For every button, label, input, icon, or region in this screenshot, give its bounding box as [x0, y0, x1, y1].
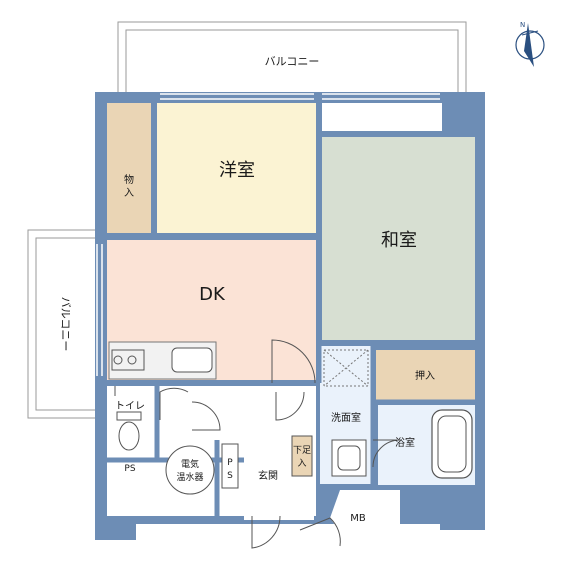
room-labels: バルコニー バルコニー 洋室 和室 DK 物 入 押入 洗面室 浴室 トイレ P…: [59, 55, 435, 524]
water-heater-label-2: 温水器: [176, 471, 203, 483]
japanese-room-label: 和室: [381, 230, 417, 251]
ps-small-label: PS: [124, 464, 135, 474]
windows: [96, 93, 440, 376]
storage-room: [107, 103, 151, 233]
wash-basin: [331, 439, 367, 477]
western-room: [157, 103, 316, 233]
laundry-space: [323, 349, 369, 387]
mb-label: MB: [350, 513, 366, 524]
dk-label: DK: [199, 284, 226, 305]
entrance-label: 玄関: [258, 469, 278, 482]
svg-text:N: N: [520, 21, 525, 29]
shoe-box-label-2: 入: [297, 458, 306, 469]
washroom-label: 洗面室: [331, 411, 361, 424]
bathroom-label: 浴室: [395, 436, 415, 449]
water-heater-label-1: 電気: [181, 458, 199, 470]
balcony-top: [117, 21, 467, 92]
ps-vertical-label-2: S: [227, 471, 233, 481]
kitchen-counter: [108, 341, 217, 380]
top-hall: [322, 103, 442, 131]
toilet-label: トイレ: [115, 401, 145, 412]
storage-label-2: 入: [124, 188, 134, 199]
oshiire-label: 押入: [415, 369, 435, 382]
toilet-fixture: [116, 411, 142, 451]
balcony-left-label: バルコニー: [59, 297, 72, 352]
mb-room: [330, 490, 400, 546]
storage-label-1: 物: [124, 173, 134, 186]
western-room-label: 洋室: [219, 160, 255, 181]
shoe-box: [291, 435, 313, 477]
balcony-top-label: バルコニー: [265, 55, 320, 68]
ps-vertical-label-1: P: [227, 458, 233, 468]
ps-vertical-box: [221, 443, 239, 489]
north-compass-icon: N: [515, 21, 545, 67]
bathtub: [431, 409, 473, 479]
closet-room: [376, 350, 475, 400]
japanese-room: [322, 137, 475, 340]
door-swings: [114, 339, 401, 549]
rooms: [107, 103, 475, 546]
shoe-box-label-1: 下足: [293, 445, 311, 456]
balcony-left: [27, 229, 95, 419]
water-heater: [165, 445, 215, 495]
